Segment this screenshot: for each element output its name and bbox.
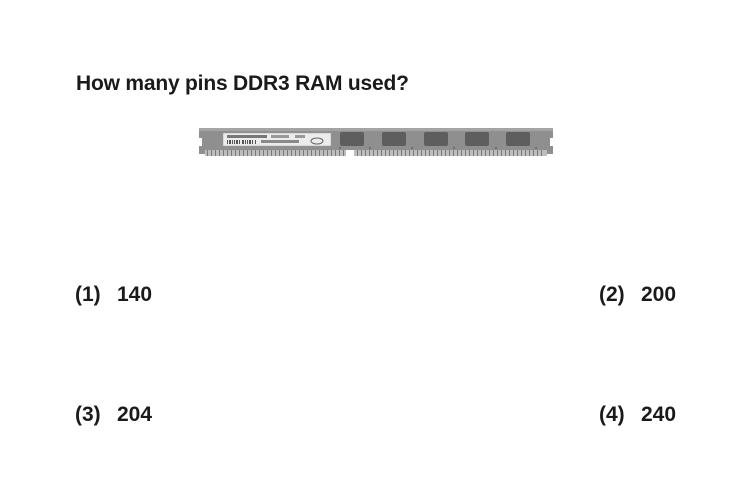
option-1[interactable]: (1) 140 <box>75 283 152 307</box>
option-2-value: 200 <box>641 283 677 306</box>
option-4[interactable]: (4) 240 <box>599 403 676 427</box>
option-2[interactable]: (2) 200 <box>599 283 676 307</box>
option-1-number: (1) <box>75 283 101 306</box>
option-3[interactable]: (3) 204 <box>75 403 152 427</box>
question-text: How many pins DDR3 RAM used? <box>76 72 409 95</box>
ddr3-ram-module-icon <box>199 126 553 158</box>
option-3-number: (3) <box>75 403 101 426</box>
option-1-value: 140 <box>117 283 153 306</box>
option-2-number: (2) <box>599 283 625 306</box>
option-3-value: 204 <box>117 403 153 426</box>
option-4-number: (4) <box>599 403 625 426</box>
option-4-value: 240 <box>641 403 677 426</box>
